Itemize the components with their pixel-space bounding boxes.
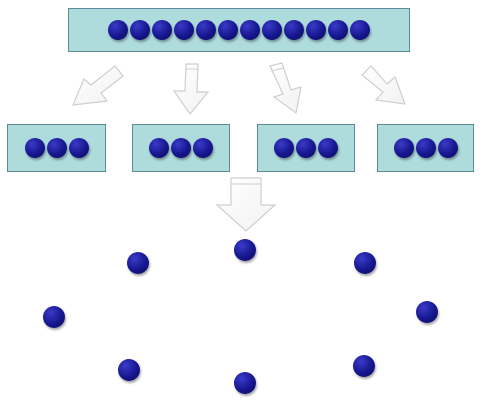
scattered-item xyxy=(354,252,376,274)
top-group-dots xyxy=(108,20,370,40)
scattered-item xyxy=(43,306,65,328)
arrow-down-icon-1 xyxy=(172,63,210,115)
sub-group-item xyxy=(171,138,191,158)
sub-group-dots-3 xyxy=(274,138,338,158)
sub-group-dots-1 xyxy=(24,138,89,158)
sub-group-item xyxy=(415,138,436,158)
sub-group-item xyxy=(437,138,458,158)
arrow-down-icon-2 xyxy=(269,62,302,115)
scattered-item xyxy=(234,239,256,261)
sub-group-item xyxy=(296,138,316,158)
sub-group-item xyxy=(68,138,89,158)
arrow-center-down-icon xyxy=(215,177,277,232)
top-group-box xyxy=(68,8,410,52)
top-group-item xyxy=(306,20,326,40)
top-group-item xyxy=(218,20,238,40)
scattered-item xyxy=(416,301,438,323)
scattered-item xyxy=(127,252,149,274)
top-group-item xyxy=(174,20,194,40)
scattered-item xyxy=(234,372,256,394)
top-group-item xyxy=(152,20,172,40)
sub-group-box-1 xyxy=(7,124,106,172)
top-group-item xyxy=(350,20,370,40)
sub-group-item xyxy=(318,138,338,158)
top-group-item xyxy=(196,20,216,40)
sub-group-item xyxy=(193,138,213,158)
sub-group-box-4 xyxy=(377,124,474,172)
arrow-down-left-icon xyxy=(72,65,124,106)
top-group-item xyxy=(262,20,282,40)
top-group-item xyxy=(284,20,304,40)
top-group-item xyxy=(328,20,348,40)
sub-group-item xyxy=(149,138,169,158)
sub-group-item xyxy=(46,138,67,158)
sub-group-dots-2 xyxy=(149,138,213,158)
sub-group-box-2 xyxy=(132,124,230,172)
scattered-item xyxy=(353,355,375,377)
sub-group-item xyxy=(393,138,414,158)
top-group-item xyxy=(108,20,128,40)
top-group-item xyxy=(240,20,260,40)
sub-group-box-3 xyxy=(257,124,355,172)
arrow-down-right-icon xyxy=(361,65,406,105)
sub-group-item xyxy=(24,138,45,158)
sub-group-item xyxy=(274,138,294,158)
sub-group-dots-4 xyxy=(393,138,458,158)
scattered-item xyxy=(118,359,140,381)
top-group-item xyxy=(130,20,150,40)
